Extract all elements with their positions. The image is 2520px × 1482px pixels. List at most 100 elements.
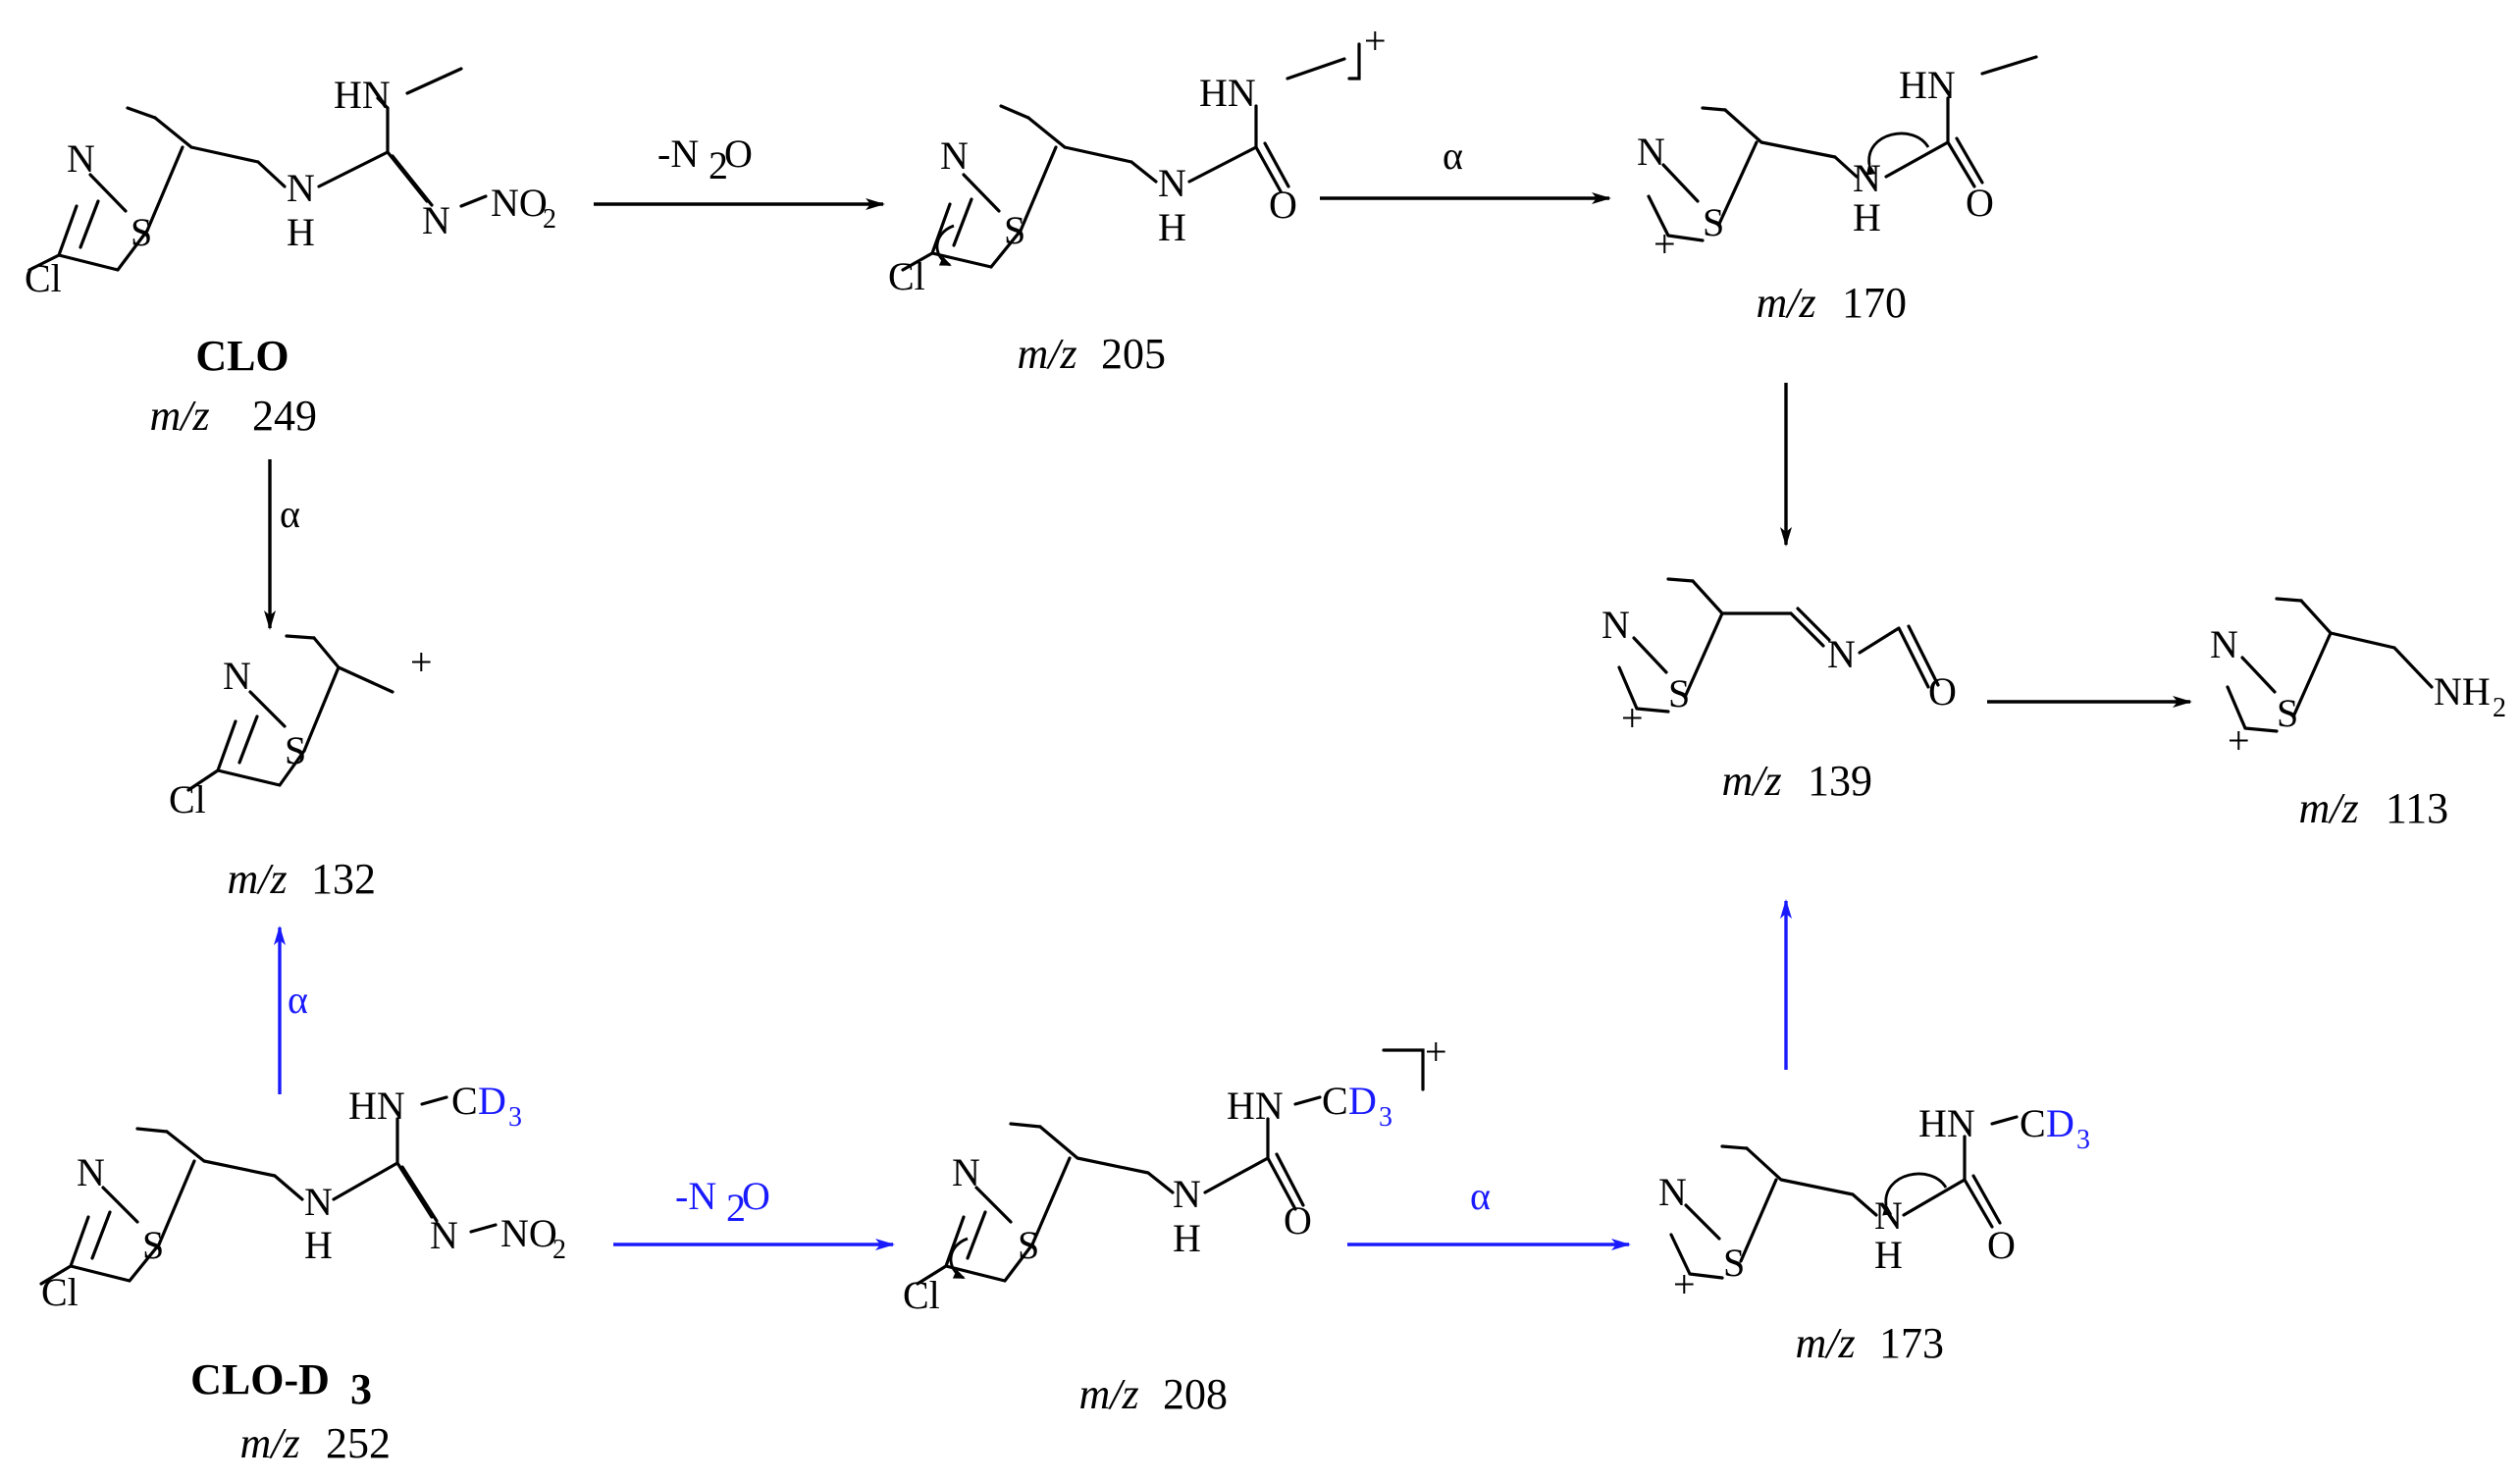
atom-hn: HN — [1199, 71, 1256, 115]
atom-c: C — [2020, 1101, 2046, 1145]
arrow-label-alpha-3: α — [288, 978, 308, 1022]
atom-o: O — [1284, 1198, 1312, 1243]
atom-d-sub: 3 — [508, 1102, 522, 1133]
mz-208-value: 208 — [1163, 1370, 1228, 1418]
mz-113-prefix: m/z — [2298, 784, 2358, 832]
atom-no: NO — [491, 181, 548, 225]
atom-nh-h: H — [287, 210, 315, 254]
atom-h: H — [1853, 195, 1881, 239]
atom-n: N — [1827, 632, 1856, 676]
atom-n: N — [940, 133, 969, 178]
mz-132-prefix: m/z — [227, 855, 287, 903]
atom-h: H — [304, 1223, 333, 1267]
arrow-label-n2o-1-post: O — [724, 132, 753, 176]
atom-n: N — [223, 654, 251, 698]
atom-s: S — [1668, 671, 1690, 715]
atom-n: N — [430, 1213, 458, 1257]
atom-n: N — [304, 1180, 333, 1224]
atom-no-sub: 2 — [552, 1235, 566, 1265]
atom-n: N — [1874, 1193, 1903, 1238]
arrow-label-alpha-4: α — [1470, 1174, 1491, 1218]
arrow-label-n2o-1-sub: 2 — [709, 143, 728, 187]
arrow-205-to-170: α — [1320, 133, 1611, 204]
structure-clo: N S Cl N H HN N NO 2 — [25, 67, 556, 300]
atom-n: N — [1601, 603, 1630, 647]
atom-d: D — [478, 1079, 506, 1123]
atom-hn: HN — [1227, 1084, 1284, 1128]
atom-hn: HN — [348, 1084, 405, 1128]
atom-n: N — [1853, 156, 1881, 200]
atom-c: C — [451, 1079, 478, 1123]
structure-m173: N S + N H HN C D 3 O — [1658, 1101, 2090, 1306]
structure-m139: N S + N O — [1601, 577, 1957, 740]
charge-plus: + — [1425, 1030, 1447, 1074]
atom-cl: Cl — [903, 1273, 940, 1317]
name-clo: CLO — [195, 332, 289, 380]
arrow-clod3-to-208: -N 2 O — [613, 1174, 895, 1250]
atom-s: S — [285, 728, 306, 772]
mz-113-value: 113 — [2386, 784, 2448, 832]
arrow-label-n2o-1: -N — [657, 132, 699, 176]
atom-o: O — [1269, 183, 1297, 227]
atom-d-sub: 3 — [1379, 1102, 1392, 1133]
atom-s: S — [131, 210, 152, 254]
mz-139-prefix: m/z — [1721, 757, 1781, 805]
arrow-label-n2o-2-sub: 2 — [726, 1186, 746, 1230]
structure-m205: N S Cl N H HN O + — [888, 19, 1387, 298]
mz-252-value: 252 — [326, 1419, 391, 1467]
atom-hn: HN — [1899, 63, 1956, 107]
atom-o: O — [1966, 181, 1994, 225]
atom-nh-sub: 2 — [2493, 693, 2506, 723]
atom-n: N — [1658, 1170, 1687, 1214]
atom-cl: Cl — [888, 254, 925, 298]
mz-208-prefix: m/z — [1078, 1370, 1138, 1418]
structure-m170: N S + N H HN O — [1637, 55, 2038, 266]
atom-n: N — [1158, 161, 1186, 205]
arrow-208-to-173: α — [1347, 1174, 1631, 1250]
atom-s: S — [2277, 691, 2298, 735]
charge-plus: + — [2228, 718, 2250, 763]
atom-no: NO — [500, 1211, 557, 1255]
atom-n: N — [952, 1150, 980, 1194]
atom-n: N — [1637, 130, 1665, 174]
mz-205-value: 205 — [1101, 330, 1166, 378]
atom-n: N — [1173, 1172, 1201, 1216]
atom-o: O — [1928, 669, 1957, 714]
atom-s: S — [142, 1223, 164, 1267]
charge-plus: + — [1673, 1262, 1696, 1306]
atom-n: N — [77, 1150, 105, 1194]
atom-d: D — [2046, 1101, 2074, 1145]
structure-clo-d3: N S Cl N H HN C D 3 N NO 2 — [39, 1079, 566, 1314]
atom-s: S — [1004, 208, 1025, 252]
mz-clo-value: 249 — [252, 392, 317, 440]
atom-n: N — [67, 136, 95, 181]
charge-plus: + — [410, 640, 433, 684]
mz-139-value: 139 — [1808, 757, 1872, 805]
atom-d-sub: 3 — [2076, 1125, 2090, 1155]
mz-252-prefix: m/z — [239, 1419, 299, 1467]
charge-plus: + — [1364, 19, 1387, 63]
mz-170-prefix: m/z — [1756, 279, 1815, 327]
atom-cl: Cl — [41, 1270, 79, 1314]
arrow-clo-to-132: α — [264, 459, 300, 630]
structure-m208: N S Cl N H HN C D 3 O + — [903, 1030, 1447, 1317]
arrow-label-alpha-2: α — [280, 492, 300, 536]
atom-n: N — [2210, 622, 2238, 666]
atom-d: D — [1348, 1079, 1377, 1123]
arrow-clod3-to-132: α — [274, 926, 308, 1094]
atom-h: H — [1173, 1216, 1201, 1260]
atom-no-sub: 2 — [543, 204, 556, 235]
mz-205-prefix: m/z — [1017, 330, 1076, 378]
structure-m113: N S + NH 2 — [2210, 597, 2506, 763]
mz-132-value: 132 — [311, 855, 376, 903]
arrow-label-n2o-2: -N — [675, 1174, 716, 1218]
structure-m132: N S Cl + — [169, 634, 433, 821]
atom-hn: HN — [334, 73, 391, 117]
atom-n-imine: N — [422, 198, 450, 242]
arrow-clo-to-205: -N 2 O — [594, 132, 885, 210]
name-clod3: CLO-D — [190, 1355, 330, 1403]
atom-s: S — [1703, 200, 1724, 244]
atom-cl: Cl — [169, 777, 206, 821]
atom-hn: HN — [1918, 1101, 1975, 1145]
